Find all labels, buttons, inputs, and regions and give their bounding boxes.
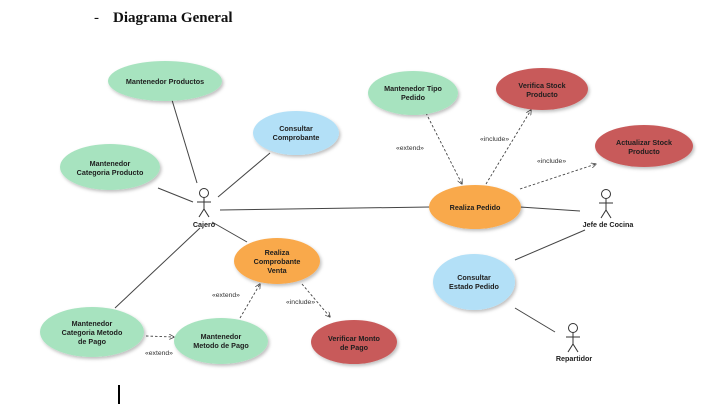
use-case-shape bbox=[429, 185, 521, 229]
include-verifica-stock bbox=[485, 110, 531, 185]
page-title: Diagrama General bbox=[113, 10, 233, 26]
include-verificar-monto bbox=[301, 283, 330, 317]
use-case-mantenedor-productos[interactable]: Mantenedor Productos bbox=[108, 61, 222, 101]
text-cursor bbox=[118, 385, 120, 404]
assoc-repartidor-estado-pedido bbox=[514, 307, 556, 333]
use-case-shape bbox=[368, 71, 458, 115]
actor-repartidor-label: Repartidor bbox=[556, 354, 593, 363]
assoc-cajero-mantenedor-productos bbox=[171, 99, 198, 184]
use-case-shape bbox=[253, 111, 339, 155]
use-case-realiza-pedido[interactable]: Realiza Pedido bbox=[429, 185, 521, 229]
use-case-shape bbox=[40, 307, 144, 357]
actor-head bbox=[568, 323, 578, 333]
assoc-cajero-categoria-producto bbox=[157, 187, 194, 203]
actor-repartidor[interactable] bbox=[566, 323, 580, 353]
use-case-label: Mantenedor Tipo bbox=[384, 84, 442, 93]
use-case-label: Comprobante bbox=[254, 257, 301, 266]
assoc-cajero-comprobante-venta bbox=[211, 221, 248, 243]
use-case-label: Pedido bbox=[401, 93, 426, 102]
use-case-label: Mantenedor bbox=[72, 319, 113, 328]
use-case-label: Realiza bbox=[265, 248, 291, 257]
use-case-label: Producto bbox=[526, 90, 558, 99]
extend-comprobante-venta bbox=[239, 284, 260, 319]
use-case-label: Categoria Metodo bbox=[62, 328, 123, 337]
extend-tipo-pedido bbox=[425, 112, 462, 184]
assoc-cajero-realiza-pedido bbox=[219, 206, 431, 211]
actor-cajero[interactable] bbox=[197, 188, 211, 218]
actor-head bbox=[601, 189, 611, 199]
associations bbox=[114, 99, 586, 333]
assoc-jefe-realiza-pedido bbox=[519, 206, 581, 212]
label-extend-tipo-pedido: «extend» bbox=[396, 145, 424, 152]
use-case-label: Estado Pedido bbox=[449, 282, 500, 291]
label-include-actualizar-stock: «include» bbox=[537, 158, 566, 165]
use-case-label: Mantenedor bbox=[201, 332, 242, 341]
use-case-label: de Pago bbox=[340, 343, 369, 352]
use-case-shape bbox=[108, 61, 222, 101]
use-case-label: Venta bbox=[267, 266, 287, 275]
label-include-verifica-stock: «include» bbox=[480, 136, 509, 143]
use-case-label: Categoria Producto bbox=[77, 168, 144, 177]
use-case-label: Verifica Stock bbox=[518, 81, 565, 90]
use-case-label: Comprobante bbox=[273, 133, 320, 142]
extend-metodo-pago bbox=[145, 336, 174, 337]
heading-bullet: - bbox=[94, 10, 99, 26]
use-case-label: Mantenedor bbox=[90, 159, 131, 168]
actor-jefe-de-cocina[interactable] bbox=[599, 189, 613, 219]
actor-jefe-de-cocina-label: Jefe de Cocina bbox=[583, 220, 635, 229]
label-extend-comprobante-venta: «extend» bbox=[212, 292, 240, 299]
label-extend-metodo-pago: «extend» bbox=[145, 350, 173, 357]
use-case-label: Realiza Pedido bbox=[450, 203, 501, 212]
use-case-shape bbox=[595, 125, 693, 167]
relation-labels: «extend» «include» «include» «extend» «i… bbox=[145, 136, 566, 357]
use-case-label: Consultar bbox=[457, 273, 491, 282]
use-case-label: Producto bbox=[628, 147, 660, 156]
assoc-cajero-categoria-metodo bbox=[114, 227, 201, 309]
use-case-label: Actualizar Stock bbox=[616, 138, 672, 147]
label-include-verificar-monto: «include» bbox=[286, 299, 315, 306]
use-case-shape bbox=[60, 144, 160, 190]
use-case-shape bbox=[174, 318, 268, 364]
dependencies bbox=[145, 110, 596, 337]
use-case-label: Verificar Monto bbox=[328, 334, 381, 343]
use-case-shape bbox=[311, 320, 397, 364]
use-case-label: Mantenedor Productos bbox=[126, 77, 204, 86]
actor-cajero-label: Cajero bbox=[193, 220, 216, 229]
use-case-shape bbox=[234, 238, 320, 284]
use-case-shape bbox=[496, 68, 588, 110]
use-case-shape bbox=[433, 254, 515, 310]
assoc-jefe-estado-pedido bbox=[514, 229, 586, 261]
use-case-label: de Pago bbox=[78, 337, 107, 346]
actor-head bbox=[199, 188, 209, 198]
include-actualizar-stock bbox=[519, 164, 596, 190]
use-case-label: Metodo de Pago bbox=[193, 341, 249, 350]
assoc-cajero-consultar-comprobante bbox=[217, 152, 271, 198]
use-case-label: Consultar bbox=[279, 124, 313, 133]
page-heading: - Diagrama General bbox=[94, 10, 233, 27]
